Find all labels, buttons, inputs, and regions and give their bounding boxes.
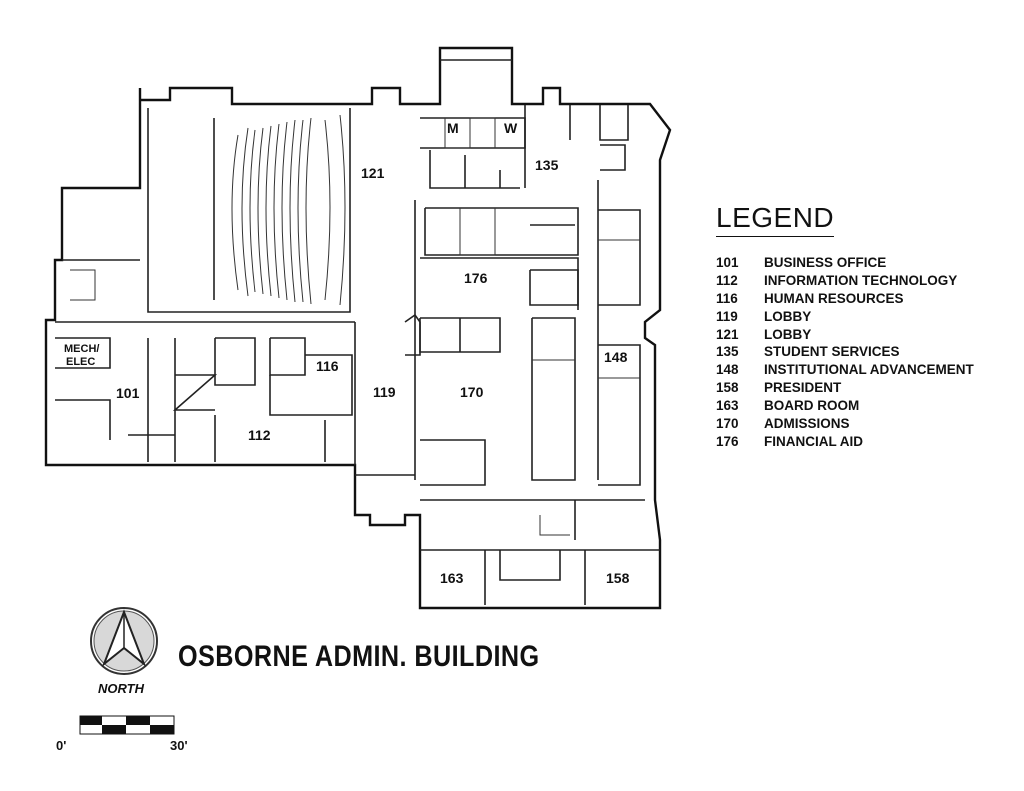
legend-item-name: HUMAN RESOURCES <box>764 290 904 306</box>
mech-label-line2: ELEC <box>66 356 95 368</box>
building-outline <box>44 46 672 610</box>
room-116-label: 116 <box>316 358 339 374</box>
legend-item-number: 176 <box>716 433 739 449</box>
legend-item-number: 121 <box>716 326 739 342</box>
room-135-label: 135 <box>535 157 559 173</box>
legend-item-name: PRESIDENT <box>764 380 842 396</box>
legend-item: 119 LOBBY <box>716 309 1016 327</box>
room-121-label: 121 <box>361 165 385 181</box>
legend-item-number: 158 <box>716 380 739 396</box>
central-area <box>354 200 421 480</box>
west-wing <box>55 259 355 462</box>
legend-item-name: INSTITUTIONAL ADVANCEMENT <box>764 362 974 378</box>
legend-item-number: 163 <box>716 398 739 414</box>
legend-item-name: BUSINESS OFFICE <box>764 255 887 270</box>
room-170-label: 170 <box>460 384 484 400</box>
room-158-label: 158 <box>606 570 630 586</box>
north-arrow-icon <box>90 607 158 675</box>
legend-item: 121 LOBBY <box>716 327 1016 345</box>
room-labels: 121 135 176 170 148 101 112 116 119 163 … <box>64 120 630 586</box>
room-148-label: 148 <box>604 349 628 365</box>
room-163-label: 163 <box>440 570 464 586</box>
legend-item-name: FINANCIAL AID <box>764 433 863 449</box>
womens-restroom-label: W <box>504 120 518 136</box>
legend-item: 163 BOARD ROOM <box>716 398 1016 416</box>
scale-bar <box>79 715 175 735</box>
legend-item: 116 HUMAN RESOURCES <box>716 291 1016 309</box>
room-119-label: 119 <box>373 384 396 400</box>
legend-item-number: 135 <box>716 344 739 360</box>
legend-item-name: INFORMATION TECHNOLOGY <box>764 272 958 288</box>
legend-item-number: 148 <box>716 362 739 378</box>
mens-restroom-label: M <box>447 120 459 136</box>
legend-item-name: ADMISSIONS <box>764 416 850 432</box>
legend-item-number: 170 <box>716 416 739 432</box>
legend-item-name: BOARD ROOM <box>764 398 860 414</box>
legend-list: 101 BUSINESS OFFICE 112 INFORMATION TECHNO… <box>716 255 1016 452</box>
north-core <box>420 105 629 310</box>
scale-end-label: 30' <box>170 738 188 753</box>
legend-item: 135 STUDENT SERVICES <box>716 344 1016 362</box>
legend-item: 101 BUSINESS OFFICE <box>716 255 1016 273</box>
room-101-label: 101 <box>116 385 140 401</box>
legend-item-name: STUDENT SERVICES <box>764 344 900 360</box>
legend-item-number: 101 <box>716 255 739 270</box>
legend-item-name: LOBBY <box>764 308 812 324</box>
legend-item-name: LOBBY <box>764 326 812 342</box>
legend-item: 170 ADMISSIONS <box>716 416 1016 434</box>
building-title: OSBORNE ADMIN. BUILDING <box>178 640 540 673</box>
north-label: NORTH <box>98 681 144 696</box>
legend: LEGEND 101 BUSINESS OFFICE 112 INFORMATION… <box>716 202 1016 452</box>
auditorium <box>147 108 351 313</box>
legend-item: 158 PRESIDENT <box>716 380 1016 398</box>
legend-item-number: 116 <box>716 290 738 306</box>
east-wing <box>419 180 645 540</box>
scale-start-label: 0' <box>56 738 67 753</box>
mech-label-line1: MECH/ <box>64 343 99 355</box>
south-wing <box>420 515 660 605</box>
legend-item: 112 INFORMATION TECHNOLOGY <box>716 273 1016 291</box>
legend-item-number: 119 <box>716 308 738 324</box>
legend-item: 176 FINANCIAL AID <box>716 434 1016 452</box>
room-112-label: 112 <box>248 427 271 443</box>
legend-item: 148 INSTITUTIONAL ADVANCEMENT <box>716 362 1016 380</box>
legend-item-number: 112 <box>716 272 738 288</box>
legend-title: LEGEND <box>716 202 835 237</box>
room-176-label: 176 <box>464 270 488 286</box>
